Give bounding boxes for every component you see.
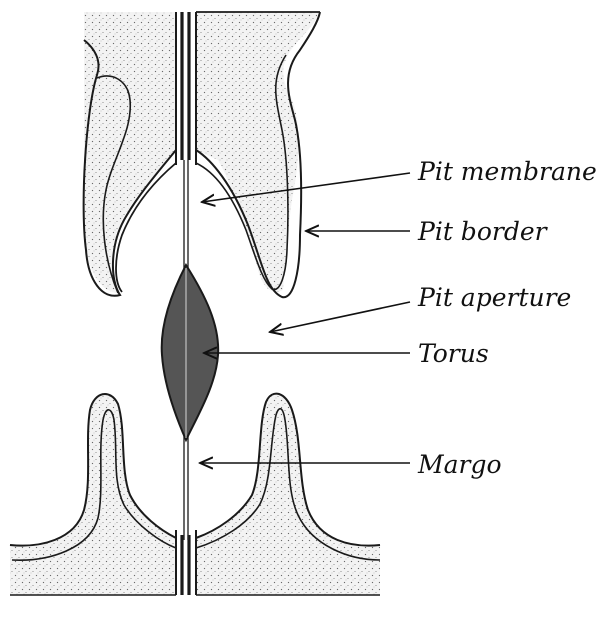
torus-label: Torus — [418, 339, 489, 368]
pit-aperture-arrow — [270, 302, 410, 332]
upper-left-wall — [84, 12, 176, 296]
lower-right-wall — [196, 394, 380, 595]
pit-membrane-label: Pit membrane — [417, 157, 597, 186]
pit-border-label: Pit border — [417, 217, 549, 246]
lower-left-wall — [10, 394, 176, 595]
label-arrows — [200, 173, 410, 463]
upper-right-wall — [196, 12, 320, 297]
pit-aperture-label: Pit aperture — [417, 283, 571, 312]
margo-label: Margo — [417, 450, 502, 479]
